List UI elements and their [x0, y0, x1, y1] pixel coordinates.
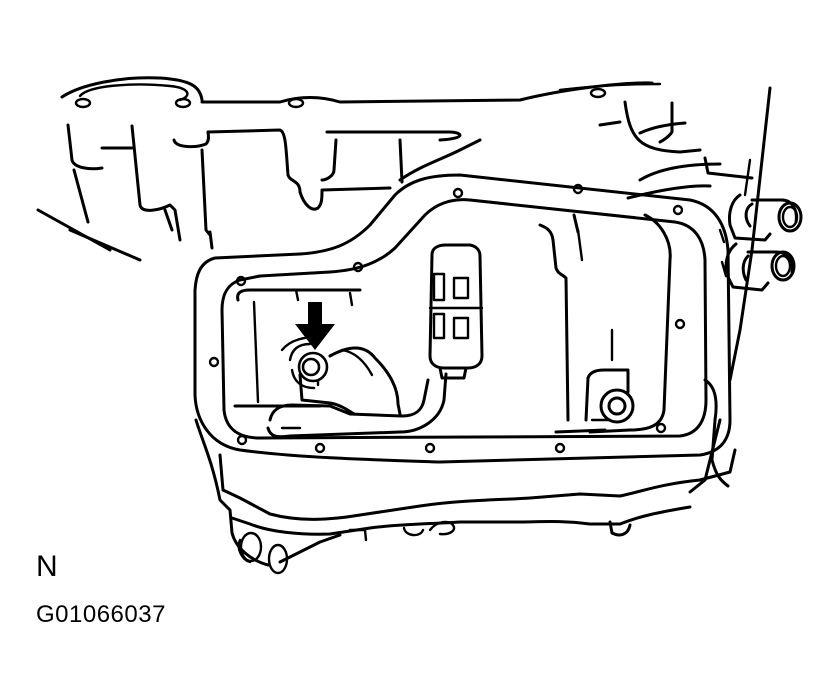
sensor-mounting-bolt: [280, 336, 329, 390]
engine-block-outline: [36, 76, 772, 382]
arrow-down-icon: [295, 302, 335, 350]
figure-id: G01066037: [36, 601, 166, 628]
sensor-connector: [428, 243, 484, 380]
oil-pan-lower-body: [194, 378, 737, 575]
view-label: N: [36, 550, 58, 583]
oil-pan-interior: [233, 213, 672, 434]
drain-plug: [584, 368, 635, 424]
sensor-bracket: [266, 346, 448, 439]
coolant-fittings: [718, 193, 803, 292]
